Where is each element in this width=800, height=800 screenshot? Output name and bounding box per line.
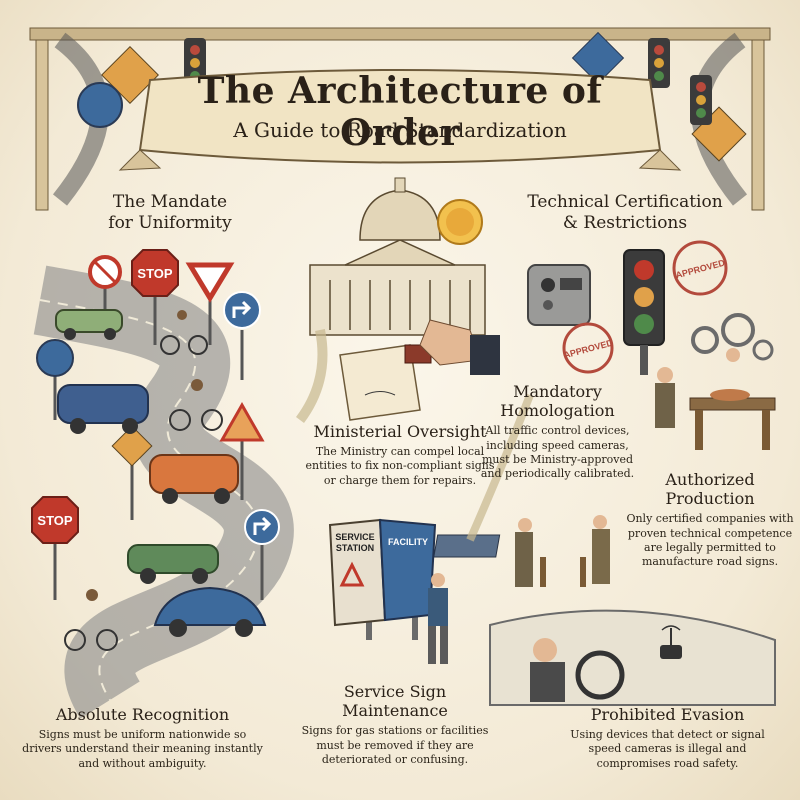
caption-absolute-recognition: Absolute Recognition Signs must be unifo… — [20, 705, 265, 771]
approved-stamp-bottom: APPROVED — [563, 324, 615, 372]
approved-stamp-top: APPROVED — [674, 242, 726, 294]
traffic-light-icon — [624, 250, 664, 375]
section-title-technical: Technical Certification & Restrictions — [500, 192, 750, 235]
section-title-mandate-line2: for Uniformity — [80, 213, 260, 234]
green-convertible-icon — [128, 545, 218, 584]
caption-homologation-title-line2: Homologation — [475, 401, 640, 420]
caption-service-sign-title-line2: Maintenance — [295, 701, 495, 720]
header-sign-left-circle — [78, 83, 122, 127]
section-title-mandate-line1: The Mandate — [80, 192, 260, 213]
caption-ministerial-oversight: Ministerial Oversight The Ministry can c… — [300, 422, 500, 488]
caption-service-sign: Service Sign Maintenance Signs for gas s… — [295, 682, 495, 767]
service-sign-board: SERVICE STATION FACILITY — [330, 520, 435, 640]
approved-stamp-top-label: APPROVED — [675, 257, 727, 280]
stop-sign-top-label: STOP — [137, 266, 172, 281]
caption-service-sign-title-line1: Service Sign — [295, 682, 495, 701]
caption-prohibited-evasion: Prohibited Evasion Using devices that de… — [555, 705, 780, 771]
approved-stamp-bottom-label: APPROVED — [563, 337, 615, 360]
caption-authorized-production-text: Only certified companies with proven tec… — [625, 512, 795, 569]
speed-camera-icon — [528, 265, 590, 325]
warning-diamond-sign — [112, 426, 152, 520]
caption-service-sign-text: Signs for gas stations or facilities mus… — [295, 724, 495, 767]
service-sign-text-line2: STATION — [336, 543, 374, 553]
section-title-mandate: The Mandate for Uniformity — [80, 192, 260, 235]
section-title-technical-line1: Technical Certification — [500, 192, 750, 213]
page-subtitle: A Guide to Road Standardization — [150, 118, 650, 142]
caption-prohibited-evasion-text: Using devices that detect or signal spee… — [555, 728, 780, 771]
workbench-artisans-icon — [655, 348, 775, 450]
caption-absolute-recognition-text: Signs must be uniform nationwide so driv… — [20, 728, 265, 771]
caption-authorized-production-title-line2: Production — [625, 489, 795, 508]
caption-authorized-production-title-line1: Authorized — [625, 470, 795, 489]
facility-sign-text: FACILITY — [388, 537, 428, 547]
caption-homologation-title-line1: Mandatory — [475, 382, 640, 401]
section-title-technical-line2: & Restrictions — [500, 213, 750, 234]
caption-absolute-recognition-title: Absolute Recognition — [20, 705, 265, 724]
caption-homologation-text: All traffic control devices, including s… — [475, 424, 640, 481]
car-interior-icon — [490, 611, 775, 705]
header-traffic-light-right — [648, 38, 712, 125]
stop-sign-bottom-label: STOP — [37, 513, 72, 528]
caption-ministerial-oversight-text: The Ministry can compel local entities t… — [300, 445, 500, 488]
sign-painters-icon — [434, 515, 610, 587]
caption-ministerial-oversight-title: Ministerial Oversight — [300, 422, 500, 441]
stop-sign-bottom: STOP — [32, 497, 78, 600]
caption-homologation: Mandatory Homologation All traffic contr… — [475, 382, 640, 482]
service-sign-text-line1: SERVICE — [335, 532, 374, 542]
caption-authorized-production: Authorized Production Only certified com… — [625, 470, 795, 570]
caption-prohibited-evasion-title: Prohibited Evasion — [555, 705, 780, 724]
blue-car-icon — [58, 385, 148, 434]
sun-seal-icon — [438, 200, 482, 244]
